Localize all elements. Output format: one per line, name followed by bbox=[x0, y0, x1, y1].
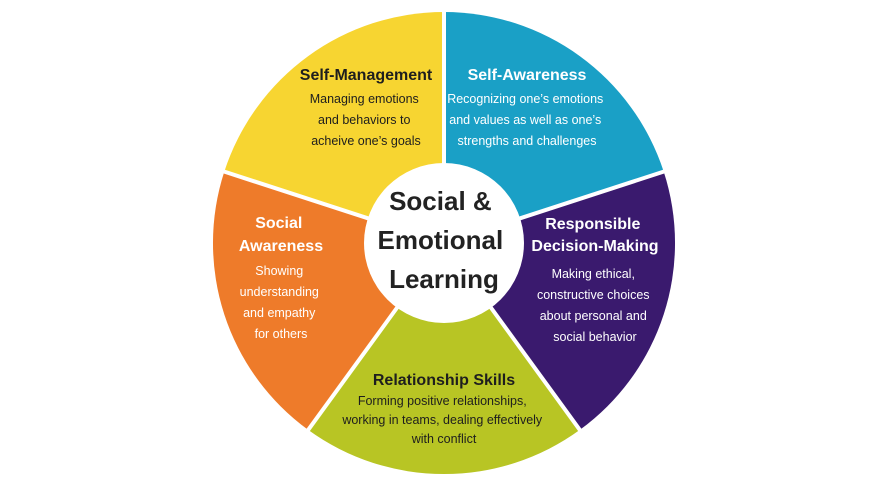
center-circle bbox=[364, 163, 524, 323]
self-awareness-label: Self-Awareness Recognizing one’s emotion… bbox=[447, 67, 607, 148]
center-title: Social & Emotional Learning bbox=[378, 186, 511, 294]
self-management-desc: Managing emotions and behaviors to achei… bbox=[310, 92, 423, 148]
responsible-decision-making-title: Responsible Decision-Making bbox=[531, 216, 658, 255]
center-line-3: Learning bbox=[389, 264, 499, 294]
relationship-skills-segment bbox=[308, 243, 580, 475]
relationship-skills-label: Relationship Skills Forming positive rel… bbox=[341, 372, 545, 446]
center-line-2: Emotional bbox=[378, 225, 504, 255]
relationship-skills-title: Relationship Skills bbox=[373, 372, 515, 389]
center-line-1: Social & bbox=[389, 186, 492, 216]
self-management-title: Self-Management bbox=[300, 67, 433, 84]
relationship-skills-desc: Forming positive relationships, working … bbox=[341, 394, 545, 446]
self-management-label: Self-Management Managing emotions and be… bbox=[300, 67, 433, 148]
self-awareness-title: Self-Awareness bbox=[468, 67, 587, 84]
social-awareness-title: Social Awareness bbox=[239, 215, 323, 255]
self-awareness-desc: Recognizing one’s emotions and values as… bbox=[447, 92, 607, 148]
responsible-decision-making-desc: Making ethical, constructive choices abo… bbox=[537, 267, 653, 344]
social-awareness-desc: Showing understanding and empathy for ot… bbox=[240, 264, 323, 341]
social-awareness-label: Social Awareness Showing understanding a… bbox=[239, 215, 323, 341]
responsible-decision-making-label: Responsible Decision-Making Making ethic… bbox=[531, 216, 658, 344]
